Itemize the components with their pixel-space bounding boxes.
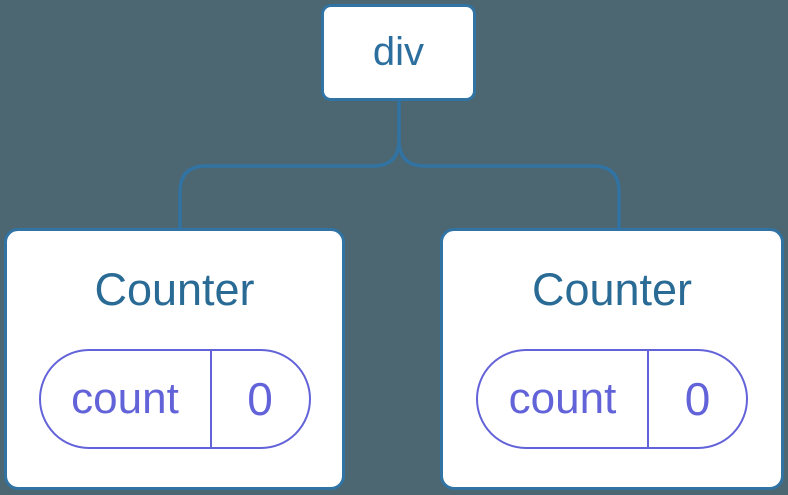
state-pill: count 0 — [476, 349, 748, 449]
state-value: 0 — [247, 373, 273, 425]
root-node-label: div — [372, 30, 425, 74]
connector-root-to-right-child — [397, 101, 621, 229]
component-title: Counter — [531, 264, 693, 315]
state-value: 0 — [684, 373, 711, 425]
state-key: count — [41, 351, 212, 447]
root-node-div: div — [321, 4, 476, 101]
counter-node-left: Counter count 0 — [4, 228, 345, 490]
counter-node-right: Counter count 0 — [440, 228, 784, 490]
connector-root-to-left-child — [178, 101, 401, 229]
component-title: Counter — [94, 264, 255, 315]
state-key: count — [478, 351, 649, 447]
state-pill: count 0 — [38, 349, 311, 449]
